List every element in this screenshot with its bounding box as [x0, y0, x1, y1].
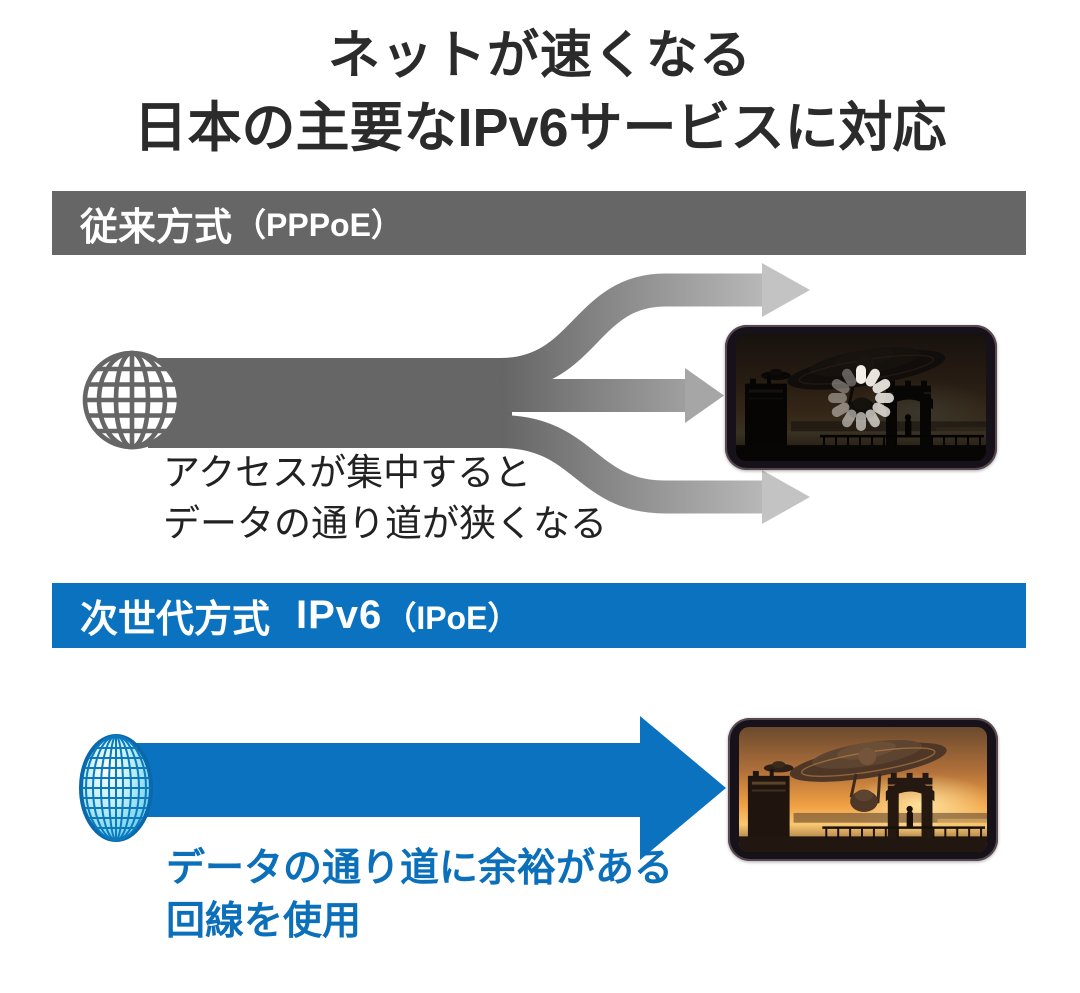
- smartphone-pppoe: [725, 325, 997, 470]
- globe-gray-icon: [82, 350, 182, 450]
- pppoe-diagram: [82, 263, 810, 524]
- ipoe-header-paren: （IPoE）: [384, 599, 520, 636]
- pppoe-section-header: 従来方式 （PPPoE）: [52, 191, 1026, 255]
- ipoe-caption: データの通り道に余裕がある 回線を使用: [166, 842, 673, 948]
- globe-blue-icon: [79, 734, 153, 842]
- buffering-video-screen: [736, 334, 986, 461]
- arrowhead-middle: [685, 368, 724, 423]
- title-line-2: 日本の主要なIPv6サービスに対応: [133, 98, 947, 158]
- pppoe-caption-line-1: アクセスが集中すると: [163, 452, 532, 493]
- pppoe-caption-line-2: データの通り道が狭くなる: [163, 503, 607, 544]
- bright-video-frame: [739, 727, 987, 852]
- ipoe-caption-line-2: 回線を使用: [166, 900, 362, 943]
- smartphone-ipoe: [728, 718, 998, 861]
- congested-pipe: [148, 263, 810, 524]
- split-arrows-icon: [499, 273, 764, 514]
- page-title: ネットが速くなる 日本の主要なIPv6サービスに対応: [0, 20, 1080, 164]
- title-line-1: ネットが速くなる: [327, 27, 752, 85]
- arrowhead-bottom: [762, 470, 810, 524]
- ipoe-caption-line-1: データの通り道に余裕がある: [166, 847, 674, 890]
- ipoe-header-label: 次世代方式: [80, 599, 271, 641]
- smooth-video-screen: [739, 727, 987, 852]
- ipoe-section-header: 次世代方式 IPv6 （IPoE）: [52, 583, 1026, 648]
- pppoe-header-paren: （PPPoE）: [234, 207, 403, 243]
- wide-arrow-icon: [126, 716, 726, 860]
- pppoe-caption: アクセスが集中すると データの通り道が狭くなる: [163, 447, 607, 549]
- loading-spinner-icon: [818, 355, 904, 441]
- arrowhead-top: [762, 263, 810, 317]
- ipoe-diagram: [79, 716, 726, 860]
- ipoe-header-protocol: IPv6: [296, 593, 383, 637]
- pppoe-header-label: 従来方式: [80, 206, 233, 249]
